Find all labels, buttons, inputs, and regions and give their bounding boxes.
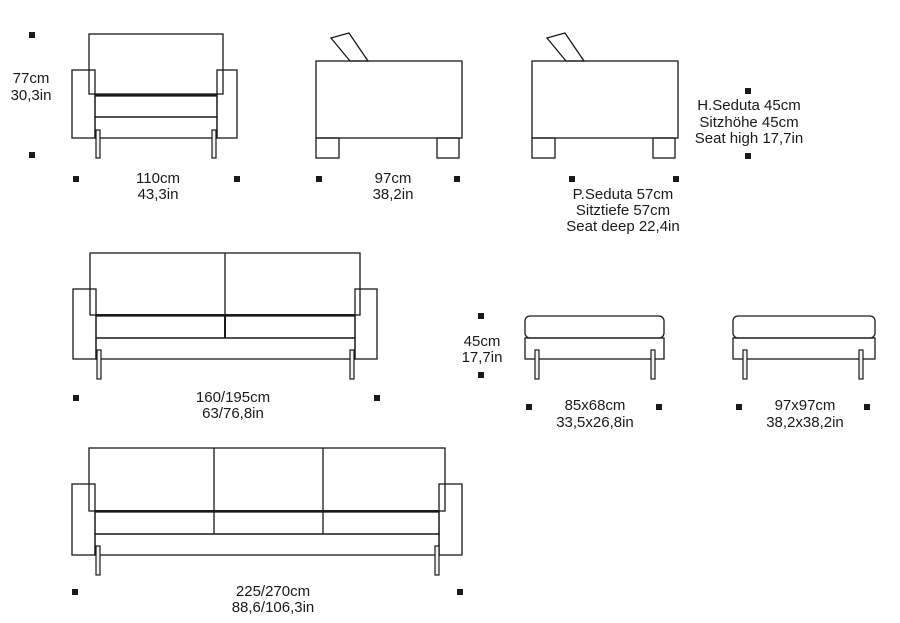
- dimension-marker: [29, 152, 35, 158]
- seat-depth-en: Seat deep 22,4in: [566, 218, 679, 235]
- dimension-marker: [29, 32, 35, 38]
- ottoman-large-size-cm: 97x97cm: [775, 397, 836, 414]
- dimension-marker: [478, 372, 484, 378]
- ottoman-small-size-cm: 85x68cm: [565, 397, 626, 414]
- dimension-marker: [864, 404, 870, 410]
- sofa2-left-arm: [72, 288, 97, 360]
- sofa3-width-cm: 225/270cm: [236, 583, 310, 600]
- seat-back-cushion: [545, 32, 586, 62]
- dimension-marker: [316, 176, 322, 182]
- dimension-marker: [736, 404, 742, 410]
- sofa3-base: [94, 533, 440, 556]
- armchair-width-in: 43,3in: [138, 186, 179, 203]
- dimension-marker: [478, 313, 484, 319]
- sofa2-right-leg: [349, 349, 355, 380]
- seat-side-view: [531, 32, 679, 159]
- sofa-three-seat-front-view: [71, 447, 463, 576]
- ottoman-height-in: 17,7in: [462, 349, 503, 366]
- ottoman-small-right-leg: [650, 349, 656, 380]
- ottoman-small-base: [524, 337, 665, 360]
- ottoman-large-size-in: 38,2x38,2in: [766, 414, 844, 431]
- armchair-side-view: [315, 32, 463, 159]
- sofa2-left-leg: [96, 349, 102, 380]
- side-front-foot: [315, 137, 340, 159]
- seat-depth-it: P.Seduta 57cm: [573, 186, 674, 203]
- armchair-seat-cushion: [94, 95, 218, 118]
- ottoman-large-front-view: [732, 315, 876, 380]
- sofa2-right-arm: [354, 288, 378, 360]
- armchair-front-view: [71, 33, 238, 159]
- dimension-marker: [457, 589, 463, 595]
- side-depth-in: 38,2in: [373, 186, 414, 203]
- dimension-marker: [454, 176, 460, 182]
- sofa2-base: [95, 337, 356, 360]
- dimension-marker: [673, 176, 679, 182]
- sofa3-backrest: [88, 447, 446, 512]
- ottoman-large-left-leg: [742, 349, 748, 380]
- side-depth-cm: 97cm: [375, 170, 412, 187]
- ottoman-large-cushion: [732, 315, 876, 339]
- dimension-marker: [73, 176, 79, 182]
- dimension-marker: [526, 404, 532, 410]
- armchair-right-arm: [216, 69, 238, 139]
- armchair-height-cm: 77cm: [13, 70, 50, 87]
- sofa-two-seat-front-view: [72, 252, 378, 380]
- dimension-marker: [745, 88, 751, 94]
- ottoman-height-cm: 45cm: [464, 333, 501, 350]
- dimension-marker: [569, 176, 575, 182]
- armchair-left-arm: [71, 69, 96, 139]
- seat-front-foot: [531, 137, 556, 159]
- ottoman-small-size-in: 33,5x26,8in: [556, 414, 634, 431]
- armchair-base: [94, 116, 218, 139]
- seat-side-body: [531, 60, 679, 139]
- seat-depth-de: Sitztiefe 57cm: [576, 202, 670, 219]
- dimension-marker: [72, 589, 78, 595]
- ottoman-small-front-view: [524, 315, 665, 380]
- seat-height-it: H.Seduta 45cm: [697, 97, 800, 114]
- dimension-marker: [234, 176, 240, 182]
- sofa3-seat-cushions: [94, 511, 440, 535]
- sofa3-left-arm: [71, 483, 96, 556]
- side-body: [315, 60, 463, 139]
- sofa3-left-leg: [95, 545, 101, 576]
- ottoman-small-left-leg: [534, 349, 540, 380]
- dimension-marker: [374, 395, 380, 401]
- dimension-marker: [745, 153, 751, 159]
- ottoman-large-right-leg: [858, 349, 864, 380]
- armchair-height-in: 30,3in: [11, 87, 52, 104]
- side-back-foot: [436, 137, 460, 159]
- dimension-marker: [73, 395, 79, 401]
- sofa3-right-leg: [434, 545, 440, 576]
- ottoman-large-base: [732, 337, 876, 360]
- dimension-marker: [656, 404, 662, 410]
- armchair-left-leg: [95, 129, 101, 159]
- sofa3-right-arm: [438, 483, 463, 556]
- armchair-right-leg: [211, 129, 217, 159]
- ottoman-small-cushion: [524, 315, 665, 339]
- sofa2-width-cm: 160/195cm: [196, 389, 270, 406]
- sofa3-width-in: 88,6/106,3in: [232, 599, 315, 616]
- armchair-width-cm: 110cm: [136, 170, 180, 187]
- armchair-backrest: [88, 33, 224, 95]
- seat-height-en: Seat high 17,7in: [695, 130, 803, 147]
- sofa2-width-in: 63/76,8in: [202, 405, 264, 422]
- seat-height-de: Sitzhöhe 45cm: [699, 114, 798, 131]
- seat-back-foot: [652, 137, 676, 159]
- side-back-cushion: [329, 32, 370, 62]
